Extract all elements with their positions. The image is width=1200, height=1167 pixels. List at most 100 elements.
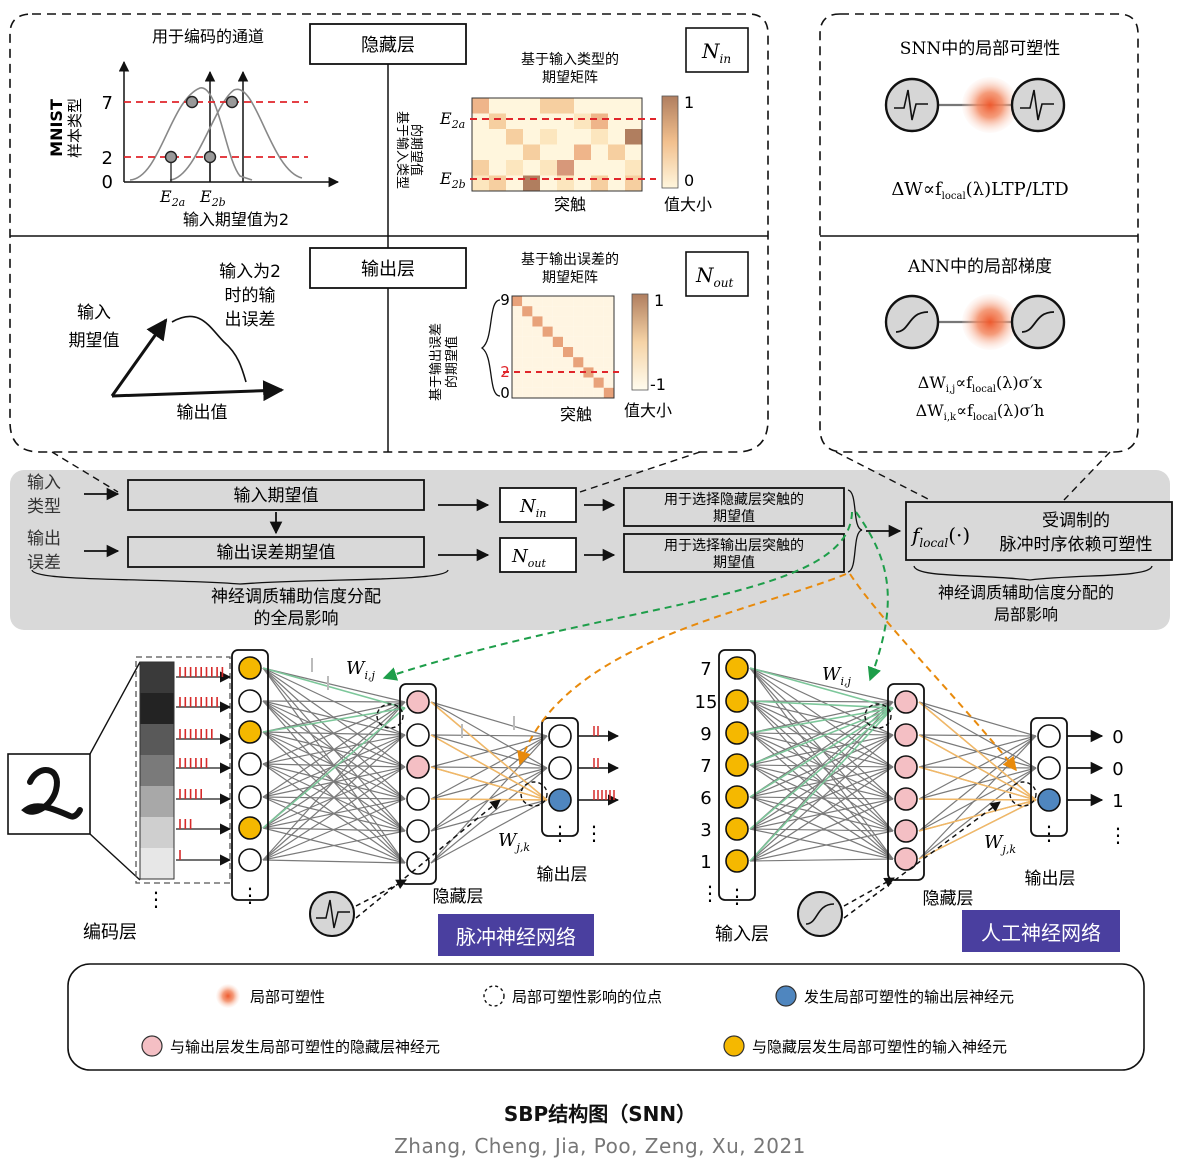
heat-cell-out [522, 316, 533, 327]
heat-cell-out [532, 326, 543, 337]
snn-badge [438, 914, 594, 956]
figure-title: SBP结构图（SNN） [503, 1102, 697, 1126]
hidden-neuron [894, 847, 918, 871]
input-neuron [238, 848, 262, 872]
hidden-layer-box [309, 23, 467, 65]
heat-cell-in [523, 129, 540, 145]
input-neuron [725, 721, 749, 745]
heat-cell-out [573, 357, 584, 368]
heat-cell-out [522, 387, 533, 398]
heat-cell-out [512, 357, 523, 368]
heat-cell-out [593, 347, 604, 358]
svg-text:Wj,k: Wj,k [984, 832, 1016, 856]
heat-cell-out [532, 306, 543, 317]
heat-cell-out [603, 387, 614, 398]
heat-cell-in [625, 129, 642, 145]
heat-cell-in [523, 144, 540, 160]
svg-text:Nin: Nin [701, 39, 731, 66]
heat-cell-in [608, 144, 625, 160]
heat-cell-in [472, 160, 489, 176]
point-2a [164, 150, 178, 164]
heat-cell-out [593, 296, 604, 307]
svg-text:Wi,j: Wi,j [822, 664, 852, 688]
heat-cell-out [583, 367, 594, 378]
figure-authors: Zhang, Cheng, Jia, Poo, Zeng, Xu, 2021 [394, 1134, 806, 1158]
plasticity-site [1009, 781, 1037, 807]
output-layer-box [309, 247, 467, 289]
svg-text:⋮: ⋮ [727, 884, 747, 908]
input-neuron [725, 753, 749, 777]
heat-cell-in [540, 160, 557, 176]
heat-cell-out [583, 316, 594, 327]
heat-cell-out [583, 347, 594, 358]
heat-cell-out [552, 306, 563, 317]
heat-cell-in [557, 175, 574, 191]
orange-arrow-snn [517, 573, 847, 766]
heat-cell-out [603, 326, 614, 337]
heat-cell-in [557, 129, 574, 145]
heat-cell-in [540, 113, 557, 129]
heat-cell-in [591, 129, 608, 145]
legend: 局部可塑性 局部可塑性影响的位点 发生局部可塑性的输出层神经元 与输出层发生局部… [67, 963, 1145, 1071]
colorbar-in [661, 95, 679, 189]
heat-cell-in [557, 144, 574, 160]
output-expectation-matrix: 基于输出误差的 期望矩阵 基于输出误差 的期望值 9 2 0 突触 1 -1 值… [428, 251, 672, 424]
matrix-in-xlabel: 突触 [554, 195, 586, 214]
heat-cell-in [506, 160, 523, 176]
svg-text:期望矩阵: 期望矩阵 [542, 270, 598, 286]
green-arrow-snn [382, 511, 853, 681]
svg-text:Nout: Nout [511, 546, 546, 570]
heat-cell-out [593, 316, 604, 327]
ann-output-value: 1 [1112, 791, 1123, 812]
box-input-expectation [127, 479, 425, 511]
heat-cell-out [522, 357, 533, 368]
heat-cell-out [603, 336, 614, 347]
heat-cell-out [583, 296, 594, 307]
heat-cell-out [512, 377, 523, 388]
heat-cell-out [603, 347, 614, 358]
encoding-cell [140, 848, 174, 879]
svg-text:局部可塑性影响的位点: 局部可塑性影响的位点 [512, 988, 662, 1006]
svg-text:发生局部可塑性的输出层神经元: 发生局部可塑性的输出层神经元 [804, 988, 1014, 1006]
heat-cell-out [532, 387, 543, 398]
heat-cell-out [532, 357, 543, 368]
heat-cell-out [512, 296, 523, 307]
top-left-panel-border [9, 13, 769, 453]
svg-text:输出: 输出 [27, 529, 61, 549]
svg-text:ANN中的局部梯度: ANN中的局部梯度 [907, 257, 1052, 277]
encoding-cell [140, 724, 174, 755]
heat-cell-out [573, 306, 584, 317]
box-output-expectation [127, 536, 425, 568]
svg-text:0: 0 [500, 384, 510, 402]
heat-cell-out [512, 336, 523, 347]
matrix-in-side-2: 的期望值 [408, 124, 424, 176]
hidden-neuron [406, 787, 430, 811]
heat-cell-out [593, 377, 604, 388]
heat-cell-out [542, 357, 553, 368]
point-2b [203, 150, 217, 164]
ann-input-value: 1 [700, 852, 711, 873]
svg-text:局部可塑性: 局部可塑性 [250, 988, 325, 1006]
svg-text:用于选择输出层突触的: 用于选择输出层突触的 [664, 538, 804, 554]
point-7a [185, 95, 199, 109]
heat-cell-out [532, 347, 543, 358]
heat-cell-in [489, 98, 506, 114]
heat-cell-out [603, 316, 614, 327]
heat-cell-out [573, 326, 584, 337]
svg-text:人工神经网络: 人工神经网络 [981, 921, 1101, 945]
svg-text:值大小: 值大小 [664, 195, 712, 214]
hidden-neuron [894, 723, 918, 747]
heat-cell-out [552, 357, 563, 368]
svg-text:输出层: 输出层 [537, 865, 588, 885]
heat-cell-in [506, 175, 523, 191]
heat-cell-out [522, 296, 533, 307]
heat-cell-in [523, 160, 540, 176]
heat-cell-out [563, 306, 574, 317]
heat-cell-out [573, 347, 584, 358]
svg-text:脉冲时序依赖可塑性: 脉冲时序依赖可塑性 [1000, 535, 1153, 555]
svg-text:神经调质辅助信度分配的: 神经调质辅助信度分配的 [938, 583, 1114, 602]
svg-text:9: 9 [500, 291, 510, 309]
heat-cell-out [552, 347, 563, 358]
heat-cell-out [512, 306, 523, 317]
input-neuron [238, 720, 262, 744]
